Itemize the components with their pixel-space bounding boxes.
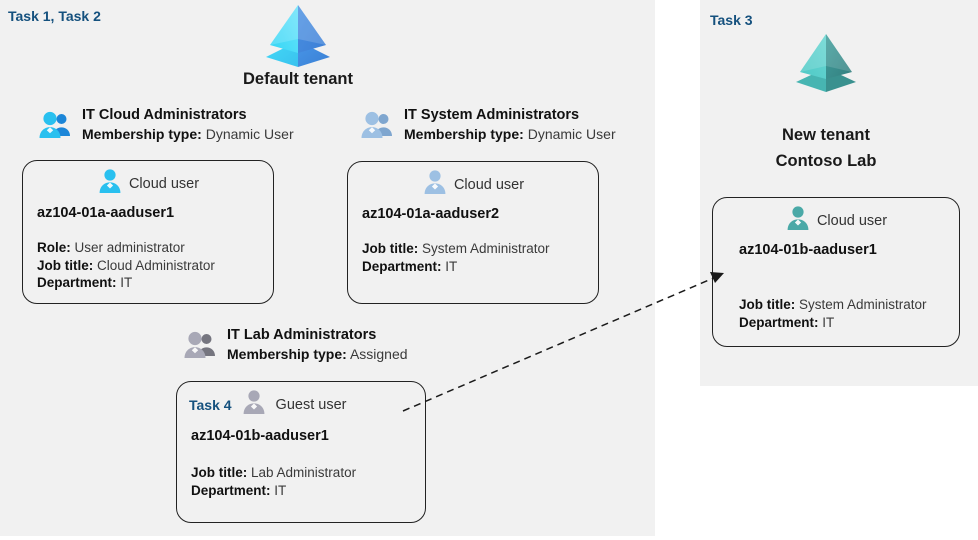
user-type: Guest user [275, 396, 347, 413]
new-tenant-caption-line2: Contoso Lab [775, 152, 877, 170]
cloud-user-icon [785, 205, 811, 236]
property-value: System Administrator [422, 241, 550, 256]
property-label: Job title: [37, 257, 94, 273]
user-card-az104-01a-aaduser1[interactable]: Cloud user az104-01a-aaduser1 Role: User… [22, 160, 274, 304]
user-properties: Job title: Lab Administrator Department:… [177, 464, 425, 499]
property-value: IT [120, 275, 133, 290]
group-name: IT Cloud Administrators [82, 107, 247, 123]
group-membership: Membership type: Assigned [227, 345, 408, 364]
group-membership-value: Dynamic User [205, 126, 294, 142]
group-membership-value: Assigned [349, 346, 408, 362]
azure-tenant-icon-default [258, 3, 338, 72]
card-header: Cloud user [23, 161, 273, 199]
property-label: Department: [739, 314, 819, 330]
user-card-az104-01b-aaduser1-cloud[interactable]: Cloud user az104-01b-aaduser1 Job title:… [712, 197, 960, 347]
property-value: Cloud Administrator [97, 257, 215, 273]
property-job-title: Job title: Lab Administrator [191, 464, 425, 482]
user-properties: Job title: System Administrator Departme… [348, 240, 598, 275]
default-tenant-caption: Default tenant [242, 70, 353, 88]
azure-tenant-icon-new [790, 32, 862, 99]
new-tenant-caption-line1: New tenant [781, 126, 870, 144]
group-membership: Membership type: Dynamic User [82, 125, 294, 144]
group-name: IT System Administrators [404, 107, 580, 123]
card-header: Task 4 Guest user [177, 382, 425, 420]
property-label: Department: [191, 482, 271, 498]
card-header: Cloud user [348, 162, 598, 200]
user-properties: Job title: System Administrator Departme… [713, 296, 959, 331]
cloud-user-icon [422, 169, 448, 200]
group-users-icon [183, 331, 219, 366]
property-value: IT [822, 314, 835, 330]
card-header: Cloud user [713, 198, 959, 236]
property-value: IT [274, 482, 287, 498]
group-it-cloud-administrators: IT Cloud Administrators Membership type:… [38, 106, 294, 146]
property-label: Job title: [739, 297, 796, 312]
property-label: Department: [362, 258, 442, 274]
property-value: IT [445, 258, 458, 274]
property-department: Department: IT [739, 314, 959, 332]
property-job-title: Job title: Cloud Administrator [37, 257, 273, 275]
property-value: User administrator [74, 240, 185, 255]
task-label-4: Task 4 [189, 396, 232, 413]
property-value: System Administrator [799, 297, 927, 312]
user-type: Cloud user [816, 212, 888, 229]
property-department: Department: IT [191, 482, 425, 500]
group-name: IT Lab Administrators [227, 327, 377, 343]
property-label: Role: [37, 240, 71, 255]
group-it-system-administrators: IT System Administrators Membership type… [360, 106, 616, 146]
cloud-user-icon [97, 168, 123, 199]
property-department: Department: IT [37, 274, 273, 292]
user-card-az104-01b-aaduser1-guest[interactable]: Task 4 Guest user az104-01b-aaduser1 Job… [176, 381, 426, 523]
default-tenant-panel [0, 0, 655, 536]
task-label-3: Task 3 [710, 12, 753, 28]
group-membership-label: Membership type: [82, 126, 202, 142]
user-name: az104-01b-aaduser1 [191, 428, 329, 444]
group-membership-label: Membership type: [227, 346, 347, 362]
property-value: Lab Administrator [251, 465, 357, 480]
group-it-lab-administrators: IT Lab Administrators Membership type: A… [183, 326, 408, 366]
user-type: Cloud user [453, 176, 525, 193]
group-membership: Membership type: Dynamic User [404, 125, 616, 144]
property-department: Department: IT [362, 258, 598, 276]
guest-user-icon [241, 389, 267, 420]
user-type: Cloud user [128, 175, 200, 192]
user-card-az104-01a-aaduser2[interactable]: Cloud user az104-01a-aaduser2 Job title:… [347, 161, 599, 304]
group-users-icon [360, 111, 396, 146]
task-label-1-2: Task 1, Task 2 [8, 8, 101, 24]
property-label: Job title: [362, 241, 419, 256]
user-properties: Role: User administrator Job title: Clou… [23, 239, 273, 292]
user-name: az104-01b-aaduser1 [739, 242, 877, 258]
group-membership-value: Dynamic User [527, 126, 616, 142]
property-job-title: Job title: System Administrator [739, 296, 959, 314]
property-label: Department: [37, 275, 117, 290]
property-role: Role: User administrator [37, 239, 273, 257]
property-job-title: Job title: System Administrator [362, 240, 598, 258]
property-label: Job title: [191, 465, 248, 480]
group-membership-label: Membership type: [404, 126, 524, 142]
user-name: az104-01a-aaduser1 [37, 205, 175, 221]
group-users-icon [38, 111, 74, 146]
user-name: az104-01a-aaduser2 [362, 206, 500, 222]
